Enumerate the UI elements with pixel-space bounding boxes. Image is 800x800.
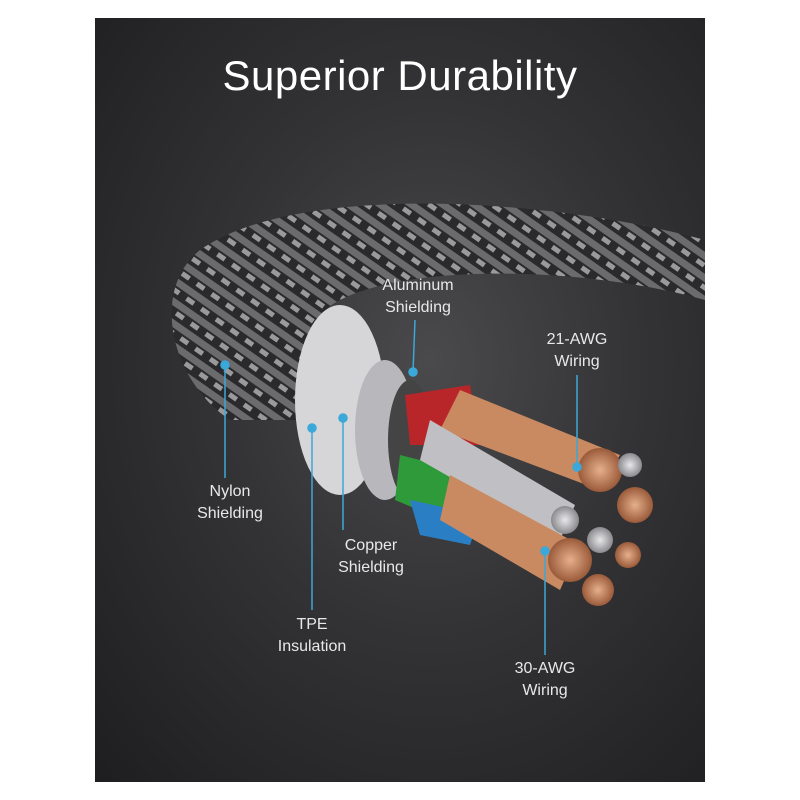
headline: Superior Durability [222,52,578,99]
wire-end [578,448,622,492]
leader-lines [220,319,582,655]
